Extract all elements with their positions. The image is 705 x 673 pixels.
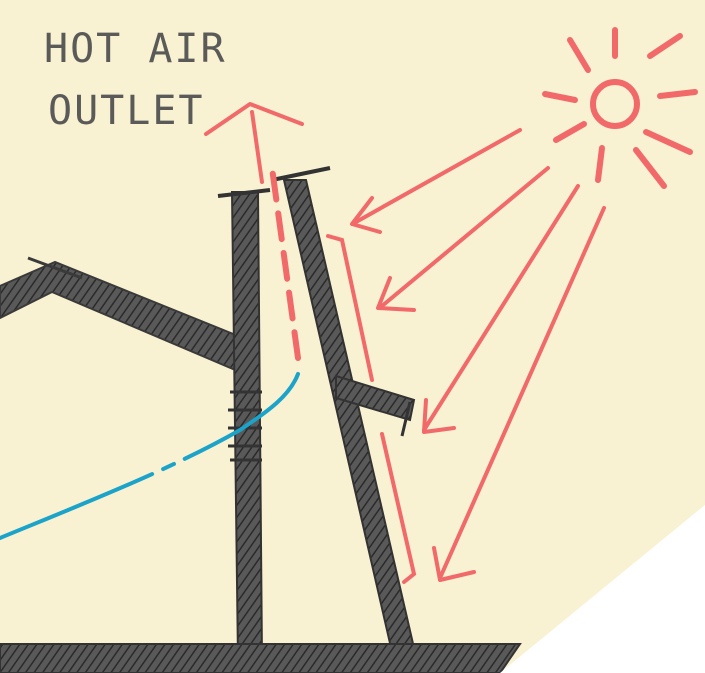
annotation-line-2: OUTLET [48, 88, 205, 134]
ground-strip [0, 644, 520, 673]
annotation-line-1: HOT AIR [44, 26, 227, 72]
